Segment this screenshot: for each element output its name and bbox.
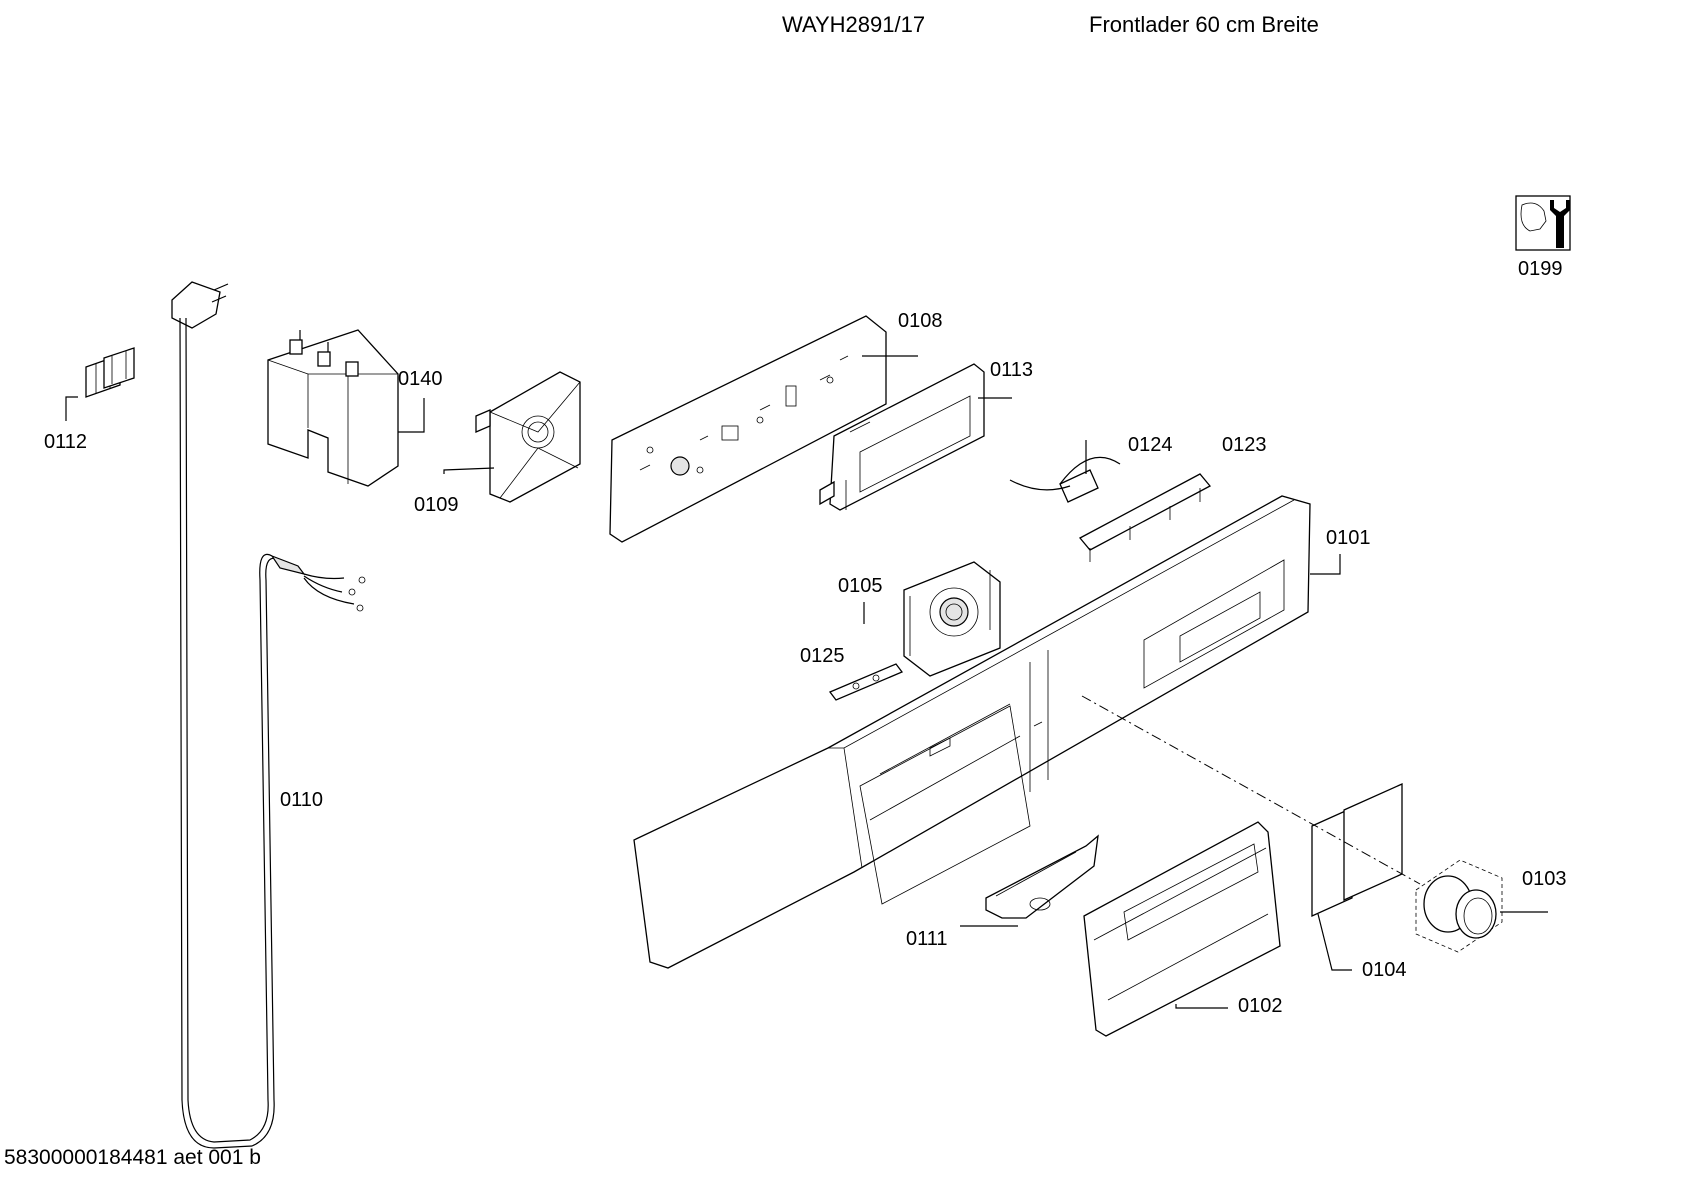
part-label-0104[interactable]: 0104 [1362, 959, 1407, 981]
part-label-0113[interactable]: 0113 [990, 359, 1033, 381]
model-number: WAYH2891/17 [782, 12, 926, 37]
wrench-tool-icon[interactable] [1515, 195, 1571, 251]
part-label-0105[interactable]: 0105 [838, 575, 883, 597]
part-label-0112[interactable]: 0112 [44, 431, 87, 453]
panel-cover-part[interactable] [1083, 821, 1281, 1037]
part-label-0108[interactable]: 0108 [898, 310, 943, 332]
part-label-0140[interactable]: 0140 [398, 368, 443, 390]
part-label-0123[interactable]: 0123 [1222, 434, 1267, 456]
part-label-0103[interactable]: 0103 [1522, 868, 1567, 890]
part-label-0109[interactable]: 0109 [414, 494, 459, 516]
rotary-switch-part[interactable] [903, 561, 1001, 677]
control-knob-part[interactable] [1415, 859, 1503, 953]
model-description: Frontlader 60 cm Breite [1089, 12, 1319, 37]
label-sheet-part[interactable] [1311, 782, 1403, 918]
power-cable-part[interactable] [171, 281, 366, 1149]
circuit-board-part[interactable] [609, 315, 887, 543]
mounting-bracket-part[interactable] [475, 371, 581, 503]
display-module-part[interactable] [819, 363, 985, 511]
part-label-0125[interactable]: 0125 [800, 645, 845, 667]
control-module-box-part[interactable] [267, 329, 399, 487]
front-control-panel-part[interactable] [633, 495, 1311, 969]
part-label-0102[interactable]: 0102 [1238, 995, 1283, 1017]
indicator-bar-part[interactable] [1078, 473, 1212, 562]
document-id: 58300000184481 aet 001 b [4, 1146, 261, 1169]
small-board-part[interactable] [828, 663, 904, 701]
part-label-0199[interactable]: 0199 [1518, 258, 1563, 280]
cable-clip-part[interactable] [85, 347, 135, 398]
lever-part[interactable] [985, 834, 1099, 919]
sensor-wire-part[interactable] [1009, 440, 1121, 503]
part-label-0111[interactable]: 0111 [906, 928, 948, 950]
part-label-0124[interactable]: 0124 [1128, 434, 1173, 456]
part-label-0110[interactable]: 0110 [280, 789, 323, 811]
part-label-0101[interactable]: 0101 [1326, 527, 1371, 549]
